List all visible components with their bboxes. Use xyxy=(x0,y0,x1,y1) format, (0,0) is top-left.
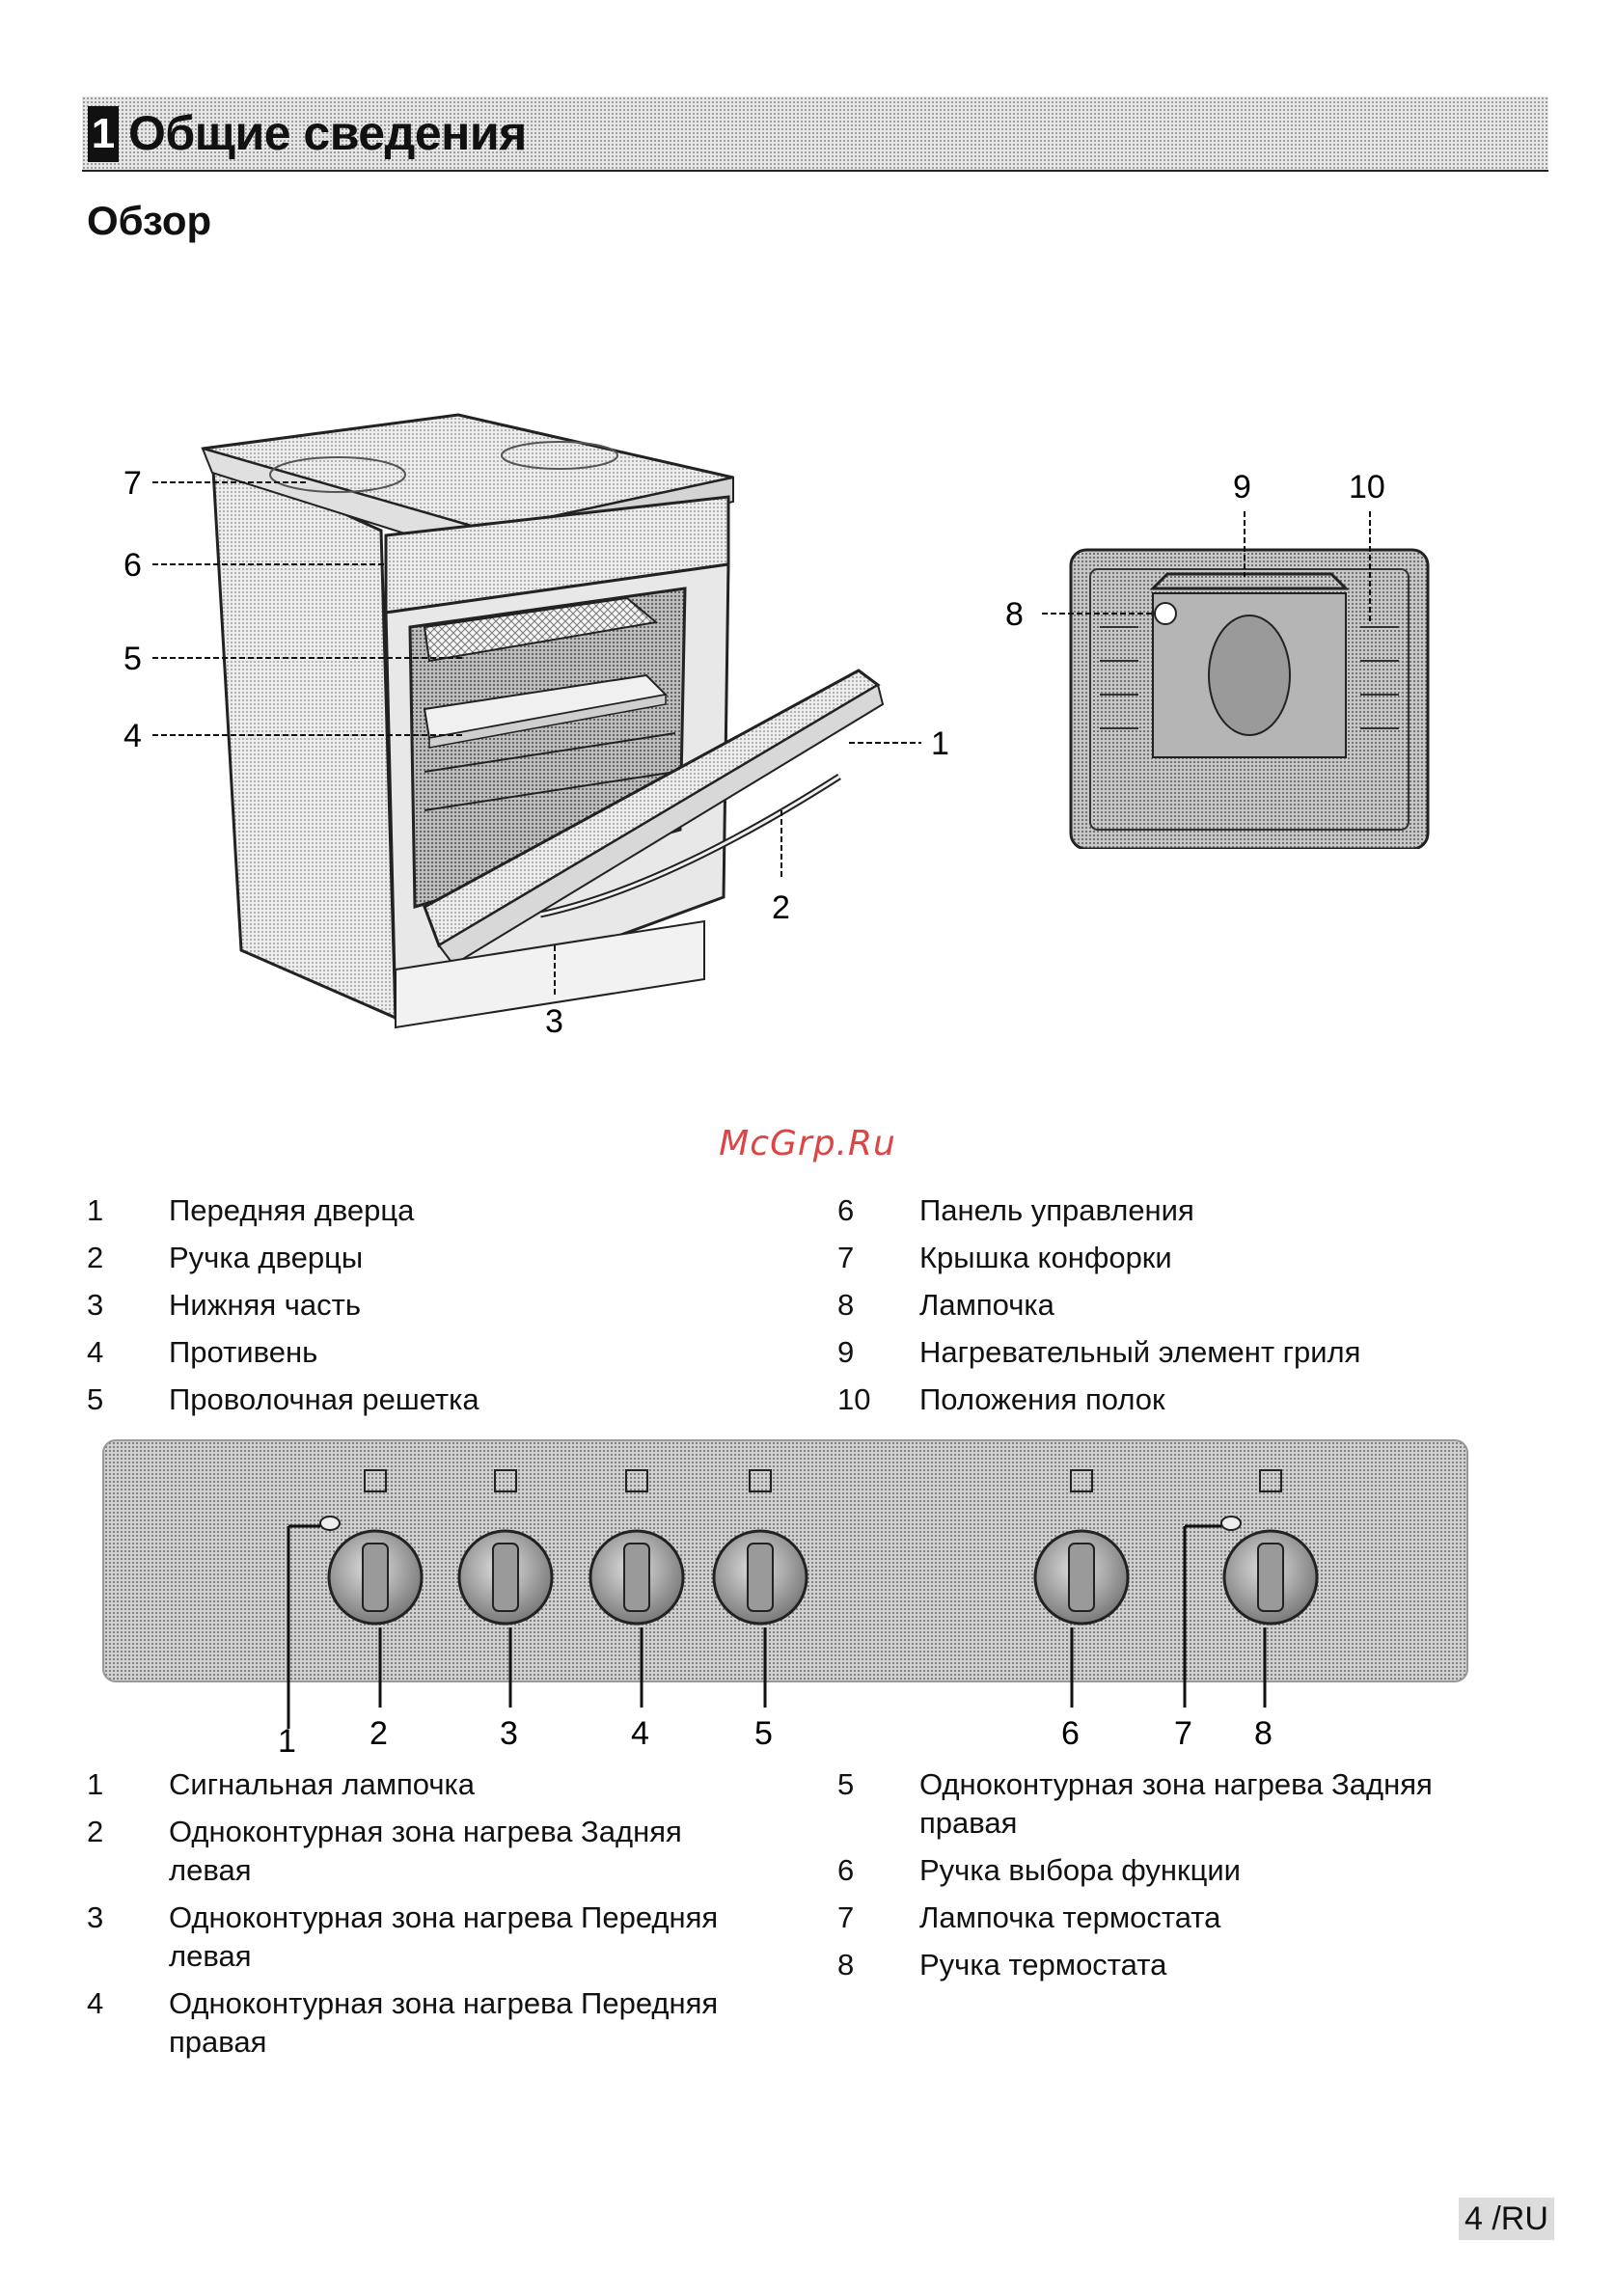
panel-callout-1: 1 xyxy=(278,1723,296,1760)
thermostat-lamp xyxy=(1220,1516,1242,1531)
zone-front-right-icon xyxy=(625,1469,648,1492)
cavity-callout-8: 8 xyxy=(1005,596,1024,633)
oven-illustration: 7 6 5 4 1 2 3 xyxy=(123,413,949,1040)
oven-callout-6: 6 xyxy=(123,547,142,584)
control-panel-overlay: 1 2 3 4 5 6 7 8 xyxy=(278,1469,1319,1760)
section-number: 1 xyxy=(88,106,119,162)
section-header: 1 Общие сведения xyxy=(82,96,1548,172)
panel-callout-3: 3 xyxy=(500,1715,518,1752)
panel-callout-6: 6 xyxy=(1061,1715,1080,1752)
cavity-callout-10: 10 xyxy=(1349,469,1385,506)
signal-lamp xyxy=(319,1516,341,1531)
oven-callout-5: 5 xyxy=(123,641,142,677)
oven-cavity-illustration: 8 9 10 xyxy=(1005,469,1430,849)
page-subtitle: Обзор xyxy=(87,198,212,243)
zone-rear-right-icon xyxy=(749,1469,772,1492)
oven-callout-2: 2 xyxy=(772,889,790,926)
oven-callout-4: 4 xyxy=(123,718,142,754)
knob-rear-left[interactable] xyxy=(327,1529,424,1626)
oven-callout-1: 1 xyxy=(931,725,949,762)
thermostat-icon xyxy=(1259,1469,1282,1492)
knob-thermostat[interactable] xyxy=(1222,1529,1319,1626)
knob-front-right[interactable] xyxy=(589,1529,685,1626)
panel-callout-5: 5 xyxy=(754,1715,773,1752)
zone-front-left-icon xyxy=(494,1469,517,1492)
knob-rear-right[interactable] xyxy=(712,1529,808,1626)
knob-function-selector[interactable] xyxy=(1033,1529,1130,1626)
function-icon xyxy=(1070,1469,1093,1492)
panel-callout-2: 2 xyxy=(370,1715,388,1752)
oven-callout-3: 3 xyxy=(545,1003,563,1040)
oven-callout-7: 7 xyxy=(123,465,142,502)
panel-callout-4: 4 xyxy=(631,1715,649,1752)
panel-callout-7: 7 xyxy=(1174,1715,1192,1752)
zone-rear-left-icon xyxy=(364,1469,387,1492)
panel-callout-8: 8 xyxy=(1254,1715,1273,1752)
watermark: McGrp.Ru xyxy=(719,1124,896,1163)
section-title: Общие сведения xyxy=(128,106,527,160)
knob-front-left[interactable] xyxy=(457,1529,554,1626)
page-number: 4 /RU xyxy=(1459,2198,1554,2240)
cavity-callout-9: 9 xyxy=(1233,469,1251,506)
